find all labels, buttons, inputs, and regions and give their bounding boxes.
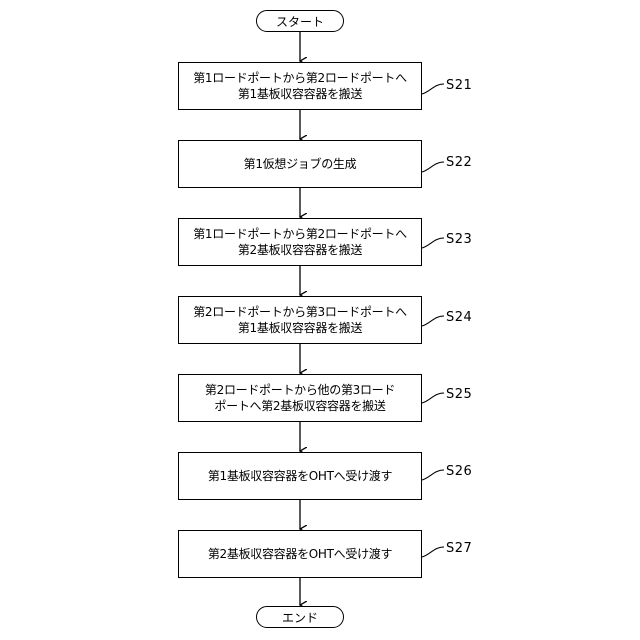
leader-s23 — [422, 238, 444, 248]
leader-s24 — [422, 316, 444, 326]
leader-s22 — [422, 162, 444, 172]
step-s23-line-1: 第1ロードポートから第2ロードポートへ — [193, 226, 407, 242]
step-s26-line-1: 第1基板収容容器をOHTへ受け渡す — [208, 468, 392, 484]
step-s27-line-1: 第2基板収容容器をOHTへ受け渡す — [208, 546, 392, 562]
end-label: エンド — [282, 609, 318, 626]
leader-s27 — [422, 547, 444, 557]
step-label-s25: S25 — [446, 387, 472, 402]
step-s24-line-2: 第1基板収容容器を搬送 — [238, 320, 362, 336]
step-label-s22: S22 — [446, 155, 472, 170]
step-s21-line-1: 第1ロードポートから第2ロードポートへ — [193, 70, 407, 86]
step-label-s27: S27 — [446, 541, 472, 556]
step-box-s24: 第2ロードポートから第3ロードポートへ 第1基板収容容器を搬送 — [178, 296, 422, 344]
step-s21-line-2: 第1基板収容容器を搬送 — [238, 86, 362, 102]
step-s23-line-2: 第2基板収容容器を搬送 — [238, 242, 362, 258]
step-box-s26: 第1基板収容容器をOHTへ受け渡す — [178, 452, 422, 500]
step-box-s22: 第1仮想ジョブの生成 — [178, 140, 422, 188]
step-s24-line-1: 第2ロードポートから第3ロードポートへ — [193, 304, 407, 320]
step-box-s23: 第1ロードポートから第2ロードポートへ 第2基板収容容器を搬送 — [178, 218, 422, 266]
start-terminal: スタート — [256, 10, 344, 32]
start-label: スタート — [276, 13, 324, 30]
end-terminal: エンド — [256, 606, 344, 628]
step-label-s26: S26 — [446, 464, 472, 479]
step-box-s25: 第2ロードポートから他の第3ロード ポートへ第2基板収容容器を搬送 — [178, 374, 422, 422]
step-s25-line-2: ポートへ第2基板収容容器を搬送 — [214, 398, 385, 414]
leader-s26 — [422, 470, 444, 480]
step-s22-line-1: 第1仮想ジョブの生成 — [244, 156, 357, 172]
step-s25-line-1: 第2ロードポートから他の第3ロード — [205, 382, 395, 398]
leader-s21 — [422, 84, 444, 94]
step-label-s24: S24 — [446, 310, 472, 325]
step-label-s23: S23 — [446, 232, 472, 247]
step-label-s21: S21 — [446, 78, 472, 93]
step-box-s21: 第1ロードポートから第2ロードポートへ 第1基板収容容器を搬送 — [178, 62, 422, 110]
leader-s25 — [422, 393, 444, 403]
step-box-s27: 第2基板収容容器をOHTへ受け渡す — [178, 530, 422, 578]
